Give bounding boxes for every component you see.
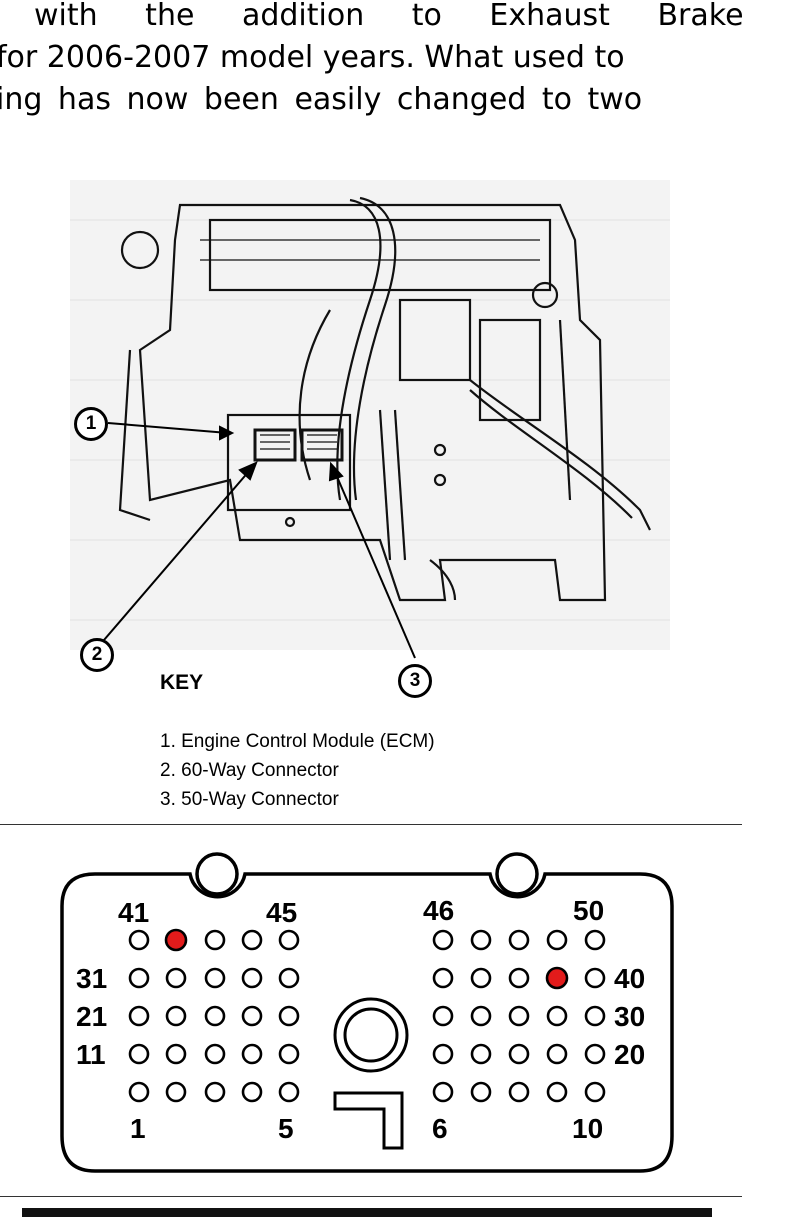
engine-illustration: [70, 180, 670, 659]
intro-line-1: with the addition to Exhaust Brake: [34, 0, 744, 33]
divider-top: [0, 824, 742, 825]
intro-paragraph: with the addition to Exhaust Brake for 2…: [0, 0, 811, 180]
connector-diagram: 41 45 46 50 31 40 21 30 11 20 1 5 6 10: [60, 852, 674, 1173]
pin-label-40: 40: [614, 963, 645, 994]
key-item-50-way: 3. 50-Way Connector: [160, 789, 339, 810]
callout-3: 3: [398, 664, 432, 698]
center-post-inner: [343, 1007, 399, 1063]
pin-label-1: 1: [130, 1113, 146, 1144]
pin-label-10: 10: [572, 1113, 603, 1144]
divider-bottom: [0, 1196, 742, 1197]
intro-line-2: for 2006-2007 model years. What used to: [0, 40, 625, 75]
pin-label-21: 21: [76, 1001, 107, 1032]
pin-label-31: 31: [76, 963, 107, 994]
callout-2: 2: [80, 638, 114, 672]
pin-highlighted-39: [545, 966, 569, 990]
key-item-60-way: 2. 60-Way Connector: [160, 760, 339, 781]
key-item-ecm: 1. Engine Control Module (ECM): [160, 731, 435, 752]
connector-housing: [60, 872, 674, 1173]
pin-label-5: 5: [278, 1113, 294, 1144]
pin-label-46: 46: [423, 895, 454, 926]
key-slot: [333, 1091, 404, 1150]
key-title: KEY: [160, 671, 204, 694]
right-pin-block: [432, 929, 606, 1103]
pin-highlighted-42: [164, 928, 188, 952]
left-pin-block: [128, 928, 300, 1103]
photo-strip: [22, 1208, 712, 1217]
mount-hole-right: [495, 852, 539, 896]
pin-label-50: 50: [573, 895, 604, 926]
mount-hole-left: [195, 852, 239, 896]
connector-pinout: 41 45 46 50 31 40 21 30 11 20 1 5 6 10: [0, 836, 811, 1206]
pin-label-30: 30: [614, 1001, 645, 1032]
center-post-outer: [333, 997, 409, 1073]
callout-1: 1: [74, 407, 108, 441]
pin-label-20: 20: [614, 1039, 645, 1070]
intro-line-3: ing has now been easily changed to two: [0, 82, 643, 117]
pin-label-6: 6: [432, 1113, 448, 1144]
pin-label-45: 45: [266, 897, 297, 928]
pin-label-41: 41: [118, 897, 149, 928]
engine-figure: 1 2 3 KEY 1. Engine Control Module (ECM)…: [0, 180, 811, 830]
pin-label-11: 11: [76, 1039, 106, 1070]
